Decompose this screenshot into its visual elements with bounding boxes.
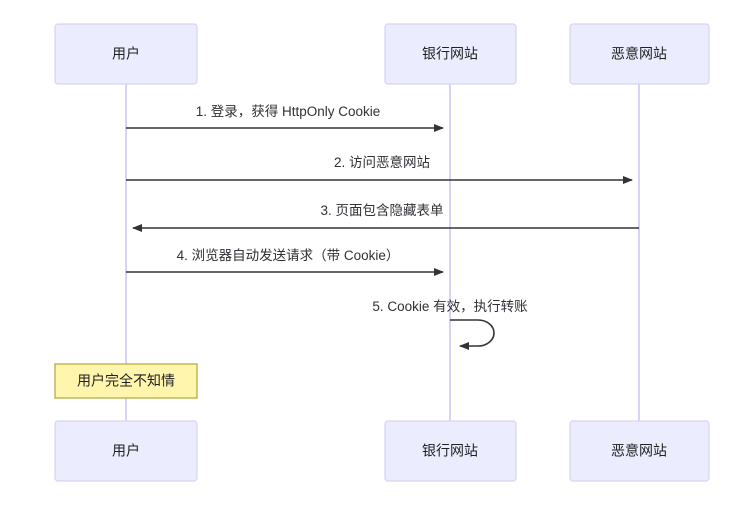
- message-1-label: 1. 登录，获得 HttpOnly Cookie: [196, 103, 381, 119]
- actor-label-user-top: 用户: [112, 46, 140, 62]
- bottom-actor-boxes: 用户 银行网站 恶意网站: [54, 420, 710, 482]
- actor-rect-user-bottom: [54, 420, 198, 482]
- actor-label-bank-bottom: 银行网站: [422, 443, 478, 459]
- actor-box-bank-bottom[interactable]: 银行网站: [384, 420, 517, 482]
- actor-label-user-bottom: 用户: [112, 443, 140, 459]
- message-5-self-loop[interactable]: 5. Cookie 有效，执行转账: [372, 299, 528, 350]
- note-user-unaware[interactable]: 用户完全不知情: [54, 363, 198, 399]
- note-label-user-unaware: 用户完全不知情: [77, 373, 175, 389]
- actor-box-bank-top[interactable]: 银行网站: [384, 23, 517, 85]
- message-5-label: 5. Cookie 有效，执行转账: [372, 299, 528, 314]
- message-3-label: 3. 页面包含隐藏表单: [320, 203, 443, 218]
- top-actor-boxes: 用户 银行网站 恶意网站: [54, 23, 710, 85]
- actor-box-malicious-bottom[interactable]: 恶意网站: [569, 420, 710, 482]
- actor-rect-bank-bottom: [384, 420, 517, 482]
- actor-box-user-bottom[interactable]: 用户: [54, 420, 198, 482]
- actor-label-malicious-bottom: 恶意网站: [611, 443, 667, 459]
- message-4-label: 4. 浏览器自动发送请求（带 Cookie）: [177, 248, 400, 263]
- message-5-arrow: [450, 319, 495, 350]
- message-2-label: 2. 访问恶意网站: [334, 154, 430, 170]
- message-4[interactable]: 4. 浏览器自动发送请求（带 Cookie）: [126, 248, 444, 276]
- message-1[interactable]: 1. 登录，获得 HttpOnly Cookie: [126, 103, 444, 132]
- actor-rect-user-top: [54, 23, 198, 85]
- actor-rect-bank-top: [384, 23, 517, 85]
- message-3[interactable]: 3. 页面包含隐藏表单: [132, 203, 639, 232]
- actor-rect-malicious-bottom: [569, 420, 710, 482]
- actor-rect-malicious-top: [569, 23, 710, 85]
- message-2[interactable]: 2. 访问恶意网站: [126, 154, 633, 184]
- actor-label-malicious-top: 恶意网站: [611, 46, 667, 62]
- actor-box-malicious-top[interactable]: 恶意网站: [569, 23, 710, 85]
- note-rect-user-unaware: [54, 363, 198, 399]
- actor-box-user-top[interactable]: 用户: [54, 23, 198, 85]
- actor-label-bank-top: 银行网站: [422, 46, 478, 62]
